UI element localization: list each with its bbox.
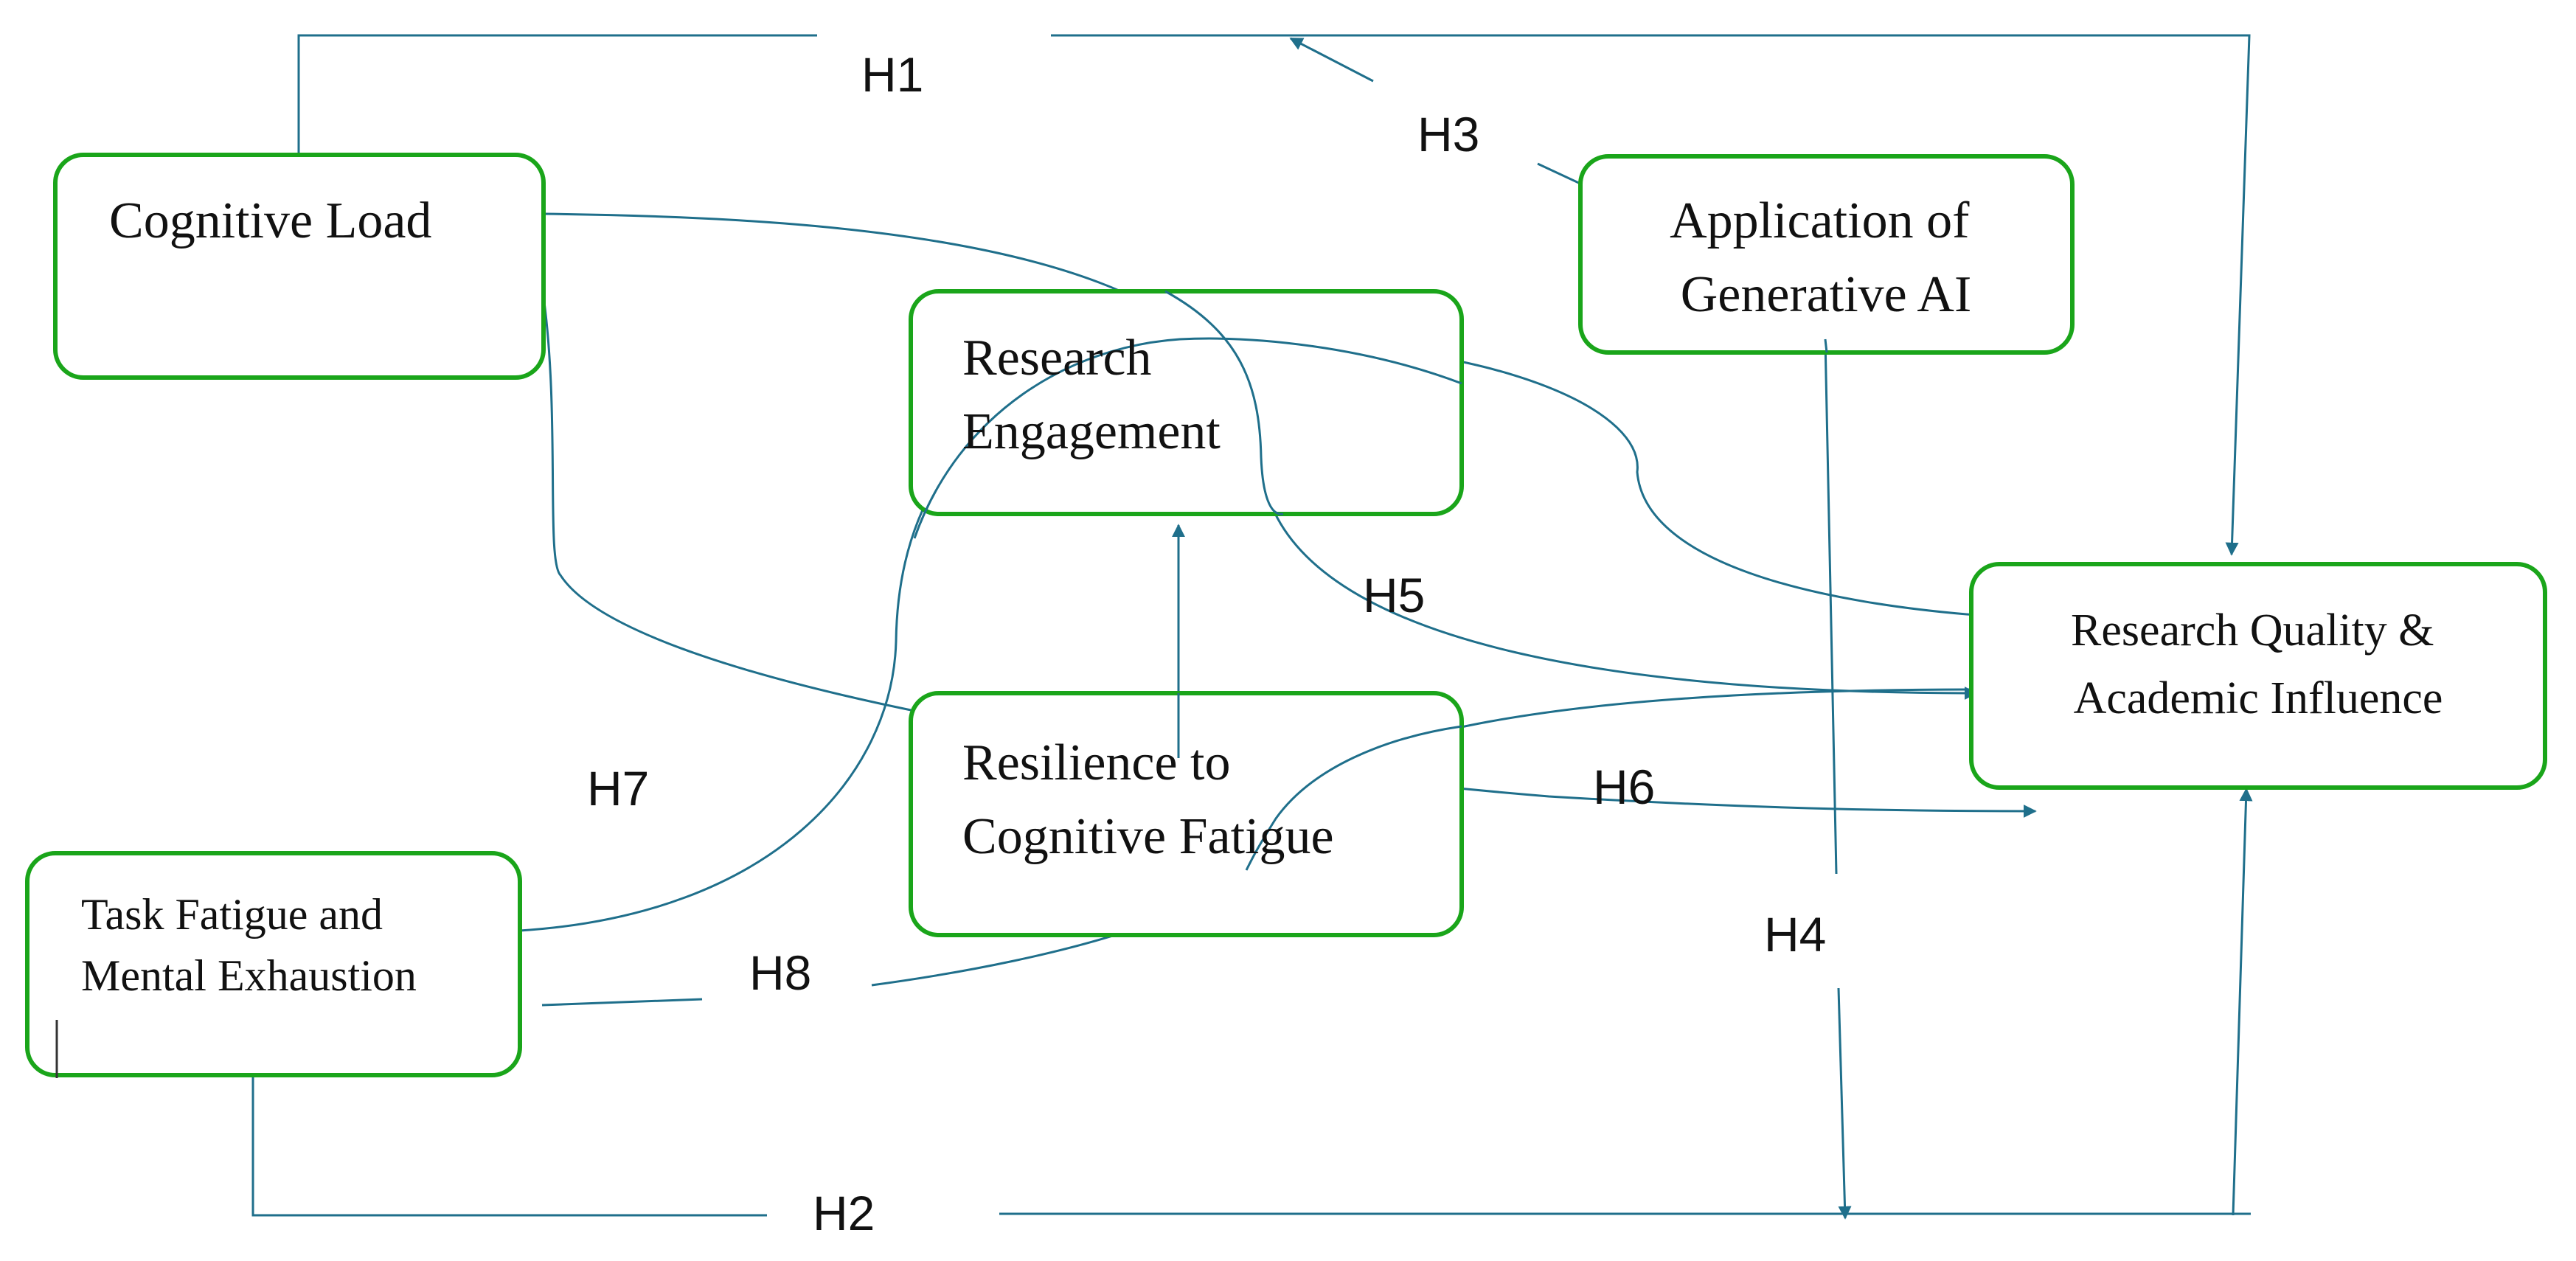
task-fatigue-label: Task Fatigue and Mental Exhaustion bbox=[81, 890, 417, 1000]
h8-connector-left bbox=[541, 998, 703, 1007]
h7-connector-overlay bbox=[913, 337, 1462, 539]
h3-connector-upper bbox=[1289, 37, 1374, 83]
h8-label: H8 bbox=[749, 945, 811, 1000]
h2-connector-left bbox=[251, 1077, 767, 1217]
construct-boxes bbox=[25, 153, 2547, 1077]
research-engagement-box bbox=[909, 289, 1464, 516]
application-ai-box bbox=[1578, 154, 2075, 355]
h2-label: H2 bbox=[813, 1186, 875, 1240]
research-quality-label: Research Quality & Academic Influence bbox=[2071, 605, 2445, 723]
h4-connector-lower bbox=[1837, 987, 1852, 1220]
research-quality-box bbox=[1969, 562, 2547, 790]
application-ai-label: Application of Generative AI bbox=[1670, 192, 1982, 323]
cognitive-load-box bbox=[53, 153, 546, 380]
h2-arrow-up bbox=[2232, 788, 2253, 1216]
h6-label: H6 bbox=[1593, 760, 1655, 814]
h5-label: H5 bbox=[1363, 568, 1425, 622]
resilience-box bbox=[909, 691, 1464, 937]
h1-connector bbox=[297, 34, 817, 164]
h3-connector-lower bbox=[1537, 162, 1583, 186]
h1-connector-right bbox=[1051, 34, 2251, 556]
overlay-connectors bbox=[913, 290, 1828, 871]
h3-label: H3 bbox=[1417, 107, 1479, 161]
h7-label: H7 bbox=[587, 761, 649, 816]
h4-label: H4 bbox=[1764, 907, 1826, 962]
h4-connector-overlay bbox=[1824, 338, 1828, 353]
resilience-label: Resilience to Cognitive Fatigue bbox=[962, 734, 1334, 865]
h1-label: H1 bbox=[861, 47, 923, 102]
cognitive-load-label: Cognitive Load bbox=[109, 192, 431, 249]
h8-connector-overlay bbox=[1245, 725, 1462, 871]
h4-connector-upper bbox=[1824, 338, 1838, 875]
task-fatigue-box bbox=[25, 851, 522, 1077]
hypothesis-labels: H1 H3 H5 H7 H6 H4 H8 H2 bbox=[587, 47, 1826, 1240]
research-engagement-label: Research Engagement bbox=[962, 330, 1221, 460]
h5-connector-overlay bbox=[1164, 290, 1284, 515]
